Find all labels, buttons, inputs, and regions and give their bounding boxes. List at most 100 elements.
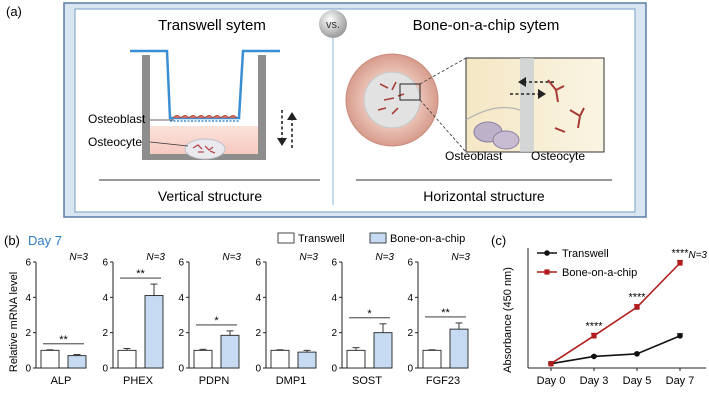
vs-badge <box>319 10 347 38</box>
osteocyte-pointer <box>149 141 189 147</box>
significance-mark: **** <box>585 320 603 332</box>
category-label: FGF23 <box>426 375 460 387</box>
panel-b-label: (b) <box>4 233 20 248</box>
data-point-transwell <box>677 333 683 339</box>
y-tick-label: 6 <box>102 258 108 269</box>
y-tick-label: 4 <box>102 293 108 304</box>
panel-c-n-label: N=3 <box>688 250 707 261</box>
zoom-line-bottom <box>419 99 467 153</box>
bar-fgf23-chip <box>449 328 469 369</box>
significance-mark: * <box>367 308 372 320</box>
bar-fgf23-transwell <box>422 349 442 369</box>
y-tick-label: 6 <box>255 258 261 269</box>
significance-mark: ** <box>441 307 450 319</box>
bar-sost-chip <box>373 332 393 369</box>
y-tick-label: 2 <box>25 328 31 339</box>
y-tick-label: 0 <box>102 364 108 375</box>
y-tick-label: 2 <box>102 328 108 339</box>
legend-chip-swatch <box>369 232 387 244</box>
category-label: PDPN <box>199 375 230 387</box>
legend-marker <box>544 250 550 256</box>
n-label: N=3 <box>146 252 165 263</box>
chip-cells <box>377 81 405 115</box>
chip-osteoblast-label: Osteoblast <box>445 149 503 163</box>
zoom-channel-wall <box>520 58 534 152</box>
zoom-line-top <box>419 57 467 85</box>
n-label: N=3 <box>375 252 394 263</box>
absorbance-ylabel: Absorbance (450 nm) <box>502 267 514 373</box>
bar-alp-transwell <box>40 349 60 369</box>
chip-illustration: Osteoblast Osteocyte Horizontal structur… <box>345 53 612 204</box>
arrow-down-head <box>277 138 287 146</box>
y-tick-label: 4 <box>331 293 337 304</box>
transwell-title: Transwell sytem <box>158 17 266 34</box>
y-tick-label: 6 <box>331 258 337 269</box>
x-tick-label: Day 0 <box>537 375 566 387</box>
osteocyte-cells <box>192 144 216 154</box>
well-wall-right <box>258 55 266 159</box>
day-label: Day 7 <box>28 233 62 248</box>
vs-label: vs. <box>326 19 340 31</box>
y-tick-label: 4 <box>25 293 31 304</box>
osteoblast-layer <box>172 115 238 119</box>
y-tick-label: 6 <box>25 258 31 269</box>
data-point-transwell <box>591 353 597 360</box>
bar-sost-transwell <box>346 349 366 369</box>
legend-transwell-swatch <box>277 232 295 244</box>
bar-pdpn-chip <box>220 334 240 369</box>
chip-title: Bone-on-a-chip sytem <box>413 17 560 34</box>
significance-mark: ** <box>136 268 145 280</box>
y-tick-label: 0 <box>255 364 261 375</box>
panel-b: (b) Day 7 Relative mRNA level Transwell … <box>4 232 470 387</box>
legend-transwell-text: Transwell <box>298 233 345 245</box>
y-tick-label: 4 <box>255 293 261 304</box>
legend-text: Transwell <box>562 248 609 260</box>
x-tick-label: Day 7 <box>666 375 695 387</box>
zoom-osteocytes <box>547 79 585 133</box>
series-line-chip <box>550 262 681 365</box>
x-tick-label: Day 3 <box>580 375 609 387</box>
data-point-chip <box>591 333 597 339</box>
y-tick-label: 2 <box>255 328 261 339</box>
y-tick-label: 4 <box>178 293 184 304</box>
mrna-ylabel: Relative mRNA level <box>8 272 20 372</box>
y-tick-label: 6 <box>178 258 184 269</box>
horizontal-caption: Horizontal structure <box>423 188 545 204</box>
category-label: ALP <box>51 375 72 387</box>
bar-legend: Transwell Bone-on-a-chip <box>277 232 465 245</box>
legend-text: Bone-on-a-chip <box>562 267 637 279</box>
y-tick-label: 0 <box>178 364 184 375</box>
bar-dmp1-chip <box>297 351 317 369</box>
y-tick-label: 2 <box>407 328 413 339</box>
vertical-caption: Vertical structure <box>158 188 262 204</box>
significance-mark: ** <box>59 334 68 346</box>
category-label: PHEX <box>123 375 154 387</box>
series-line-transwell <box>550 335 681 365</box>
osteocyte-gel <box>184 138 226 160</box>
panel-a-label: (a) <box>6 4 22 19</box>
y-tick-label: 4 <box>407 293 413 304</box>
y-tick-label: 6 <box>407 258 413 269</box>
data-point-chip <box>634 304 640 310</box>
transwell-osteoblast-label: Osteoblast <box>88 112 146 126</box>
transwell-illustration: Osteoblast Osteocyte Vertical structure <box>88 49 320 204</box>
y-tick-label: 2 <box>331 328 337 339</box>
zoom-source <box>399 83 421 101</box>
data-point-chip <box>677 260 683 266</box>
n-label: N=3 <box>69 252 88 263</box>
bar-phex-transwell <box>117 349 137 369</box>
bar-dmp1-transwell <box>270 349 290 369</box>
transwell-osteocyte-label: Osteocyte <box>88 135 142 149</box>
panel-a: (a) Transwell sytem Bone-on-a-chip sytem <box>6 2 647 218</box>
zoom-membrane <box>465 107 521 121</box>
legend-chip-text: Bone-on-a-chip <box>390 233 465 245</box>
significance-mark: **** <box>671 247 689 259</box>
legend-marker <box>544 269 550 275</box>
n-label: N=3 <box>222 252 241 263</box>
